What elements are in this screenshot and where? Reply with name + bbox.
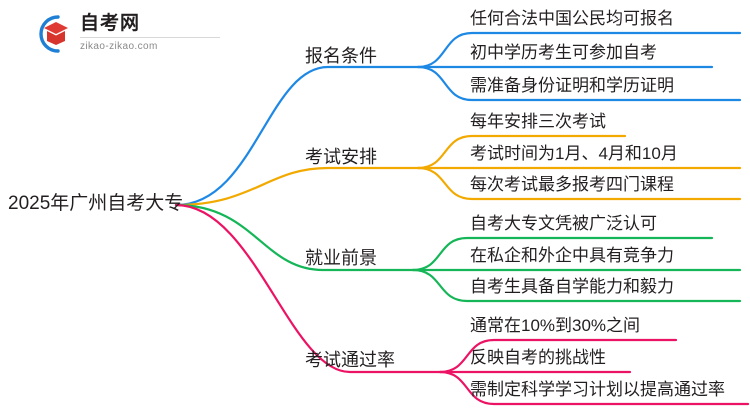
branch-trunk-2 [174, 203, 415, 272]
branch-node-label: 考试安排 [305, 147, 377, 167]
leaf-connector-0-2 [416, 65, 742, 102]
logo-title: 自考网 [80, 12, 220, 38]
leaf-connector-3-2 [438, 370, 750, 406]
branch-node-label: 考试通过率 [305, 350, 395, 370]
branch-trunk-3 [174, 203, 442, 374]
leaf-node-label: 每次考试最多报考四门课程 [470, 175, 674, 194]
leaf-node-label: 初中学历考生可参加自考 [470, 43, 657, 62]
leaf-connector-1-0 [416, 134, 627, 170]
leaf-node-label: 考试时间为1月、4月和10月 [470, 144, 678, 163]
branch-trunk-0 [174, 65, 420, 207]
branch-node-label: 报名条件 [305, 46, 377, 66]
leaf-node-label: 需制定科学学习计划以提高通过率 [470, 380, 725, 399]
branch-node-label: 就业前景 [305, 248, 377, 268]
root-node-label: 2025年广州自考大专 [8, 193, 184, 214]
branch-trunk-1 [174, 166, 420, 207]
leaf-node-label: 需准备身份证明和学历证明 [470, 76, 674, 95]
leaf-node-label: 在私企和外企中具有竞争力 [470, 246, 674, 265]
leaf-node-label: 自考生具备自学能力和毅力 [470, 277, 674, 296]
leaf-connector-3-0 [438, 338, 678, 374]
site-logo: 自考网 zikao-zikao.com [28, 10, 220, 58]
leaf-node-label: 通常在10%到30%之间 [470, 316, 641, 335]
leaf-node-label: 每年安排三次考试 [470, 112, 606, 131]
leaf-connector-2-0 [411, 236, 714, 272]
leaf-node-label: 反映自考的挑战性 [470, 348, 606, 367]
leaf-node-label: 任何合法中国公民均可报名 [470, 9, 674, 28]
logo-domain: zikao-zikao.com [80, 41, 158, 52]
leaf-connector-0-0 [416, 31, 742, 69]
branch-connector-group [174, 31, 750, 406]
graduation-cap-icon [39, 15, 68, 53]
leaf-node-label: 自考大专文凭被广泛认可 [470, 214, 657, 233]
leaf-connector-1-2 [416, 166, 742, 201]
leaf-connector-2-2 [411, 268, 742, 303]
